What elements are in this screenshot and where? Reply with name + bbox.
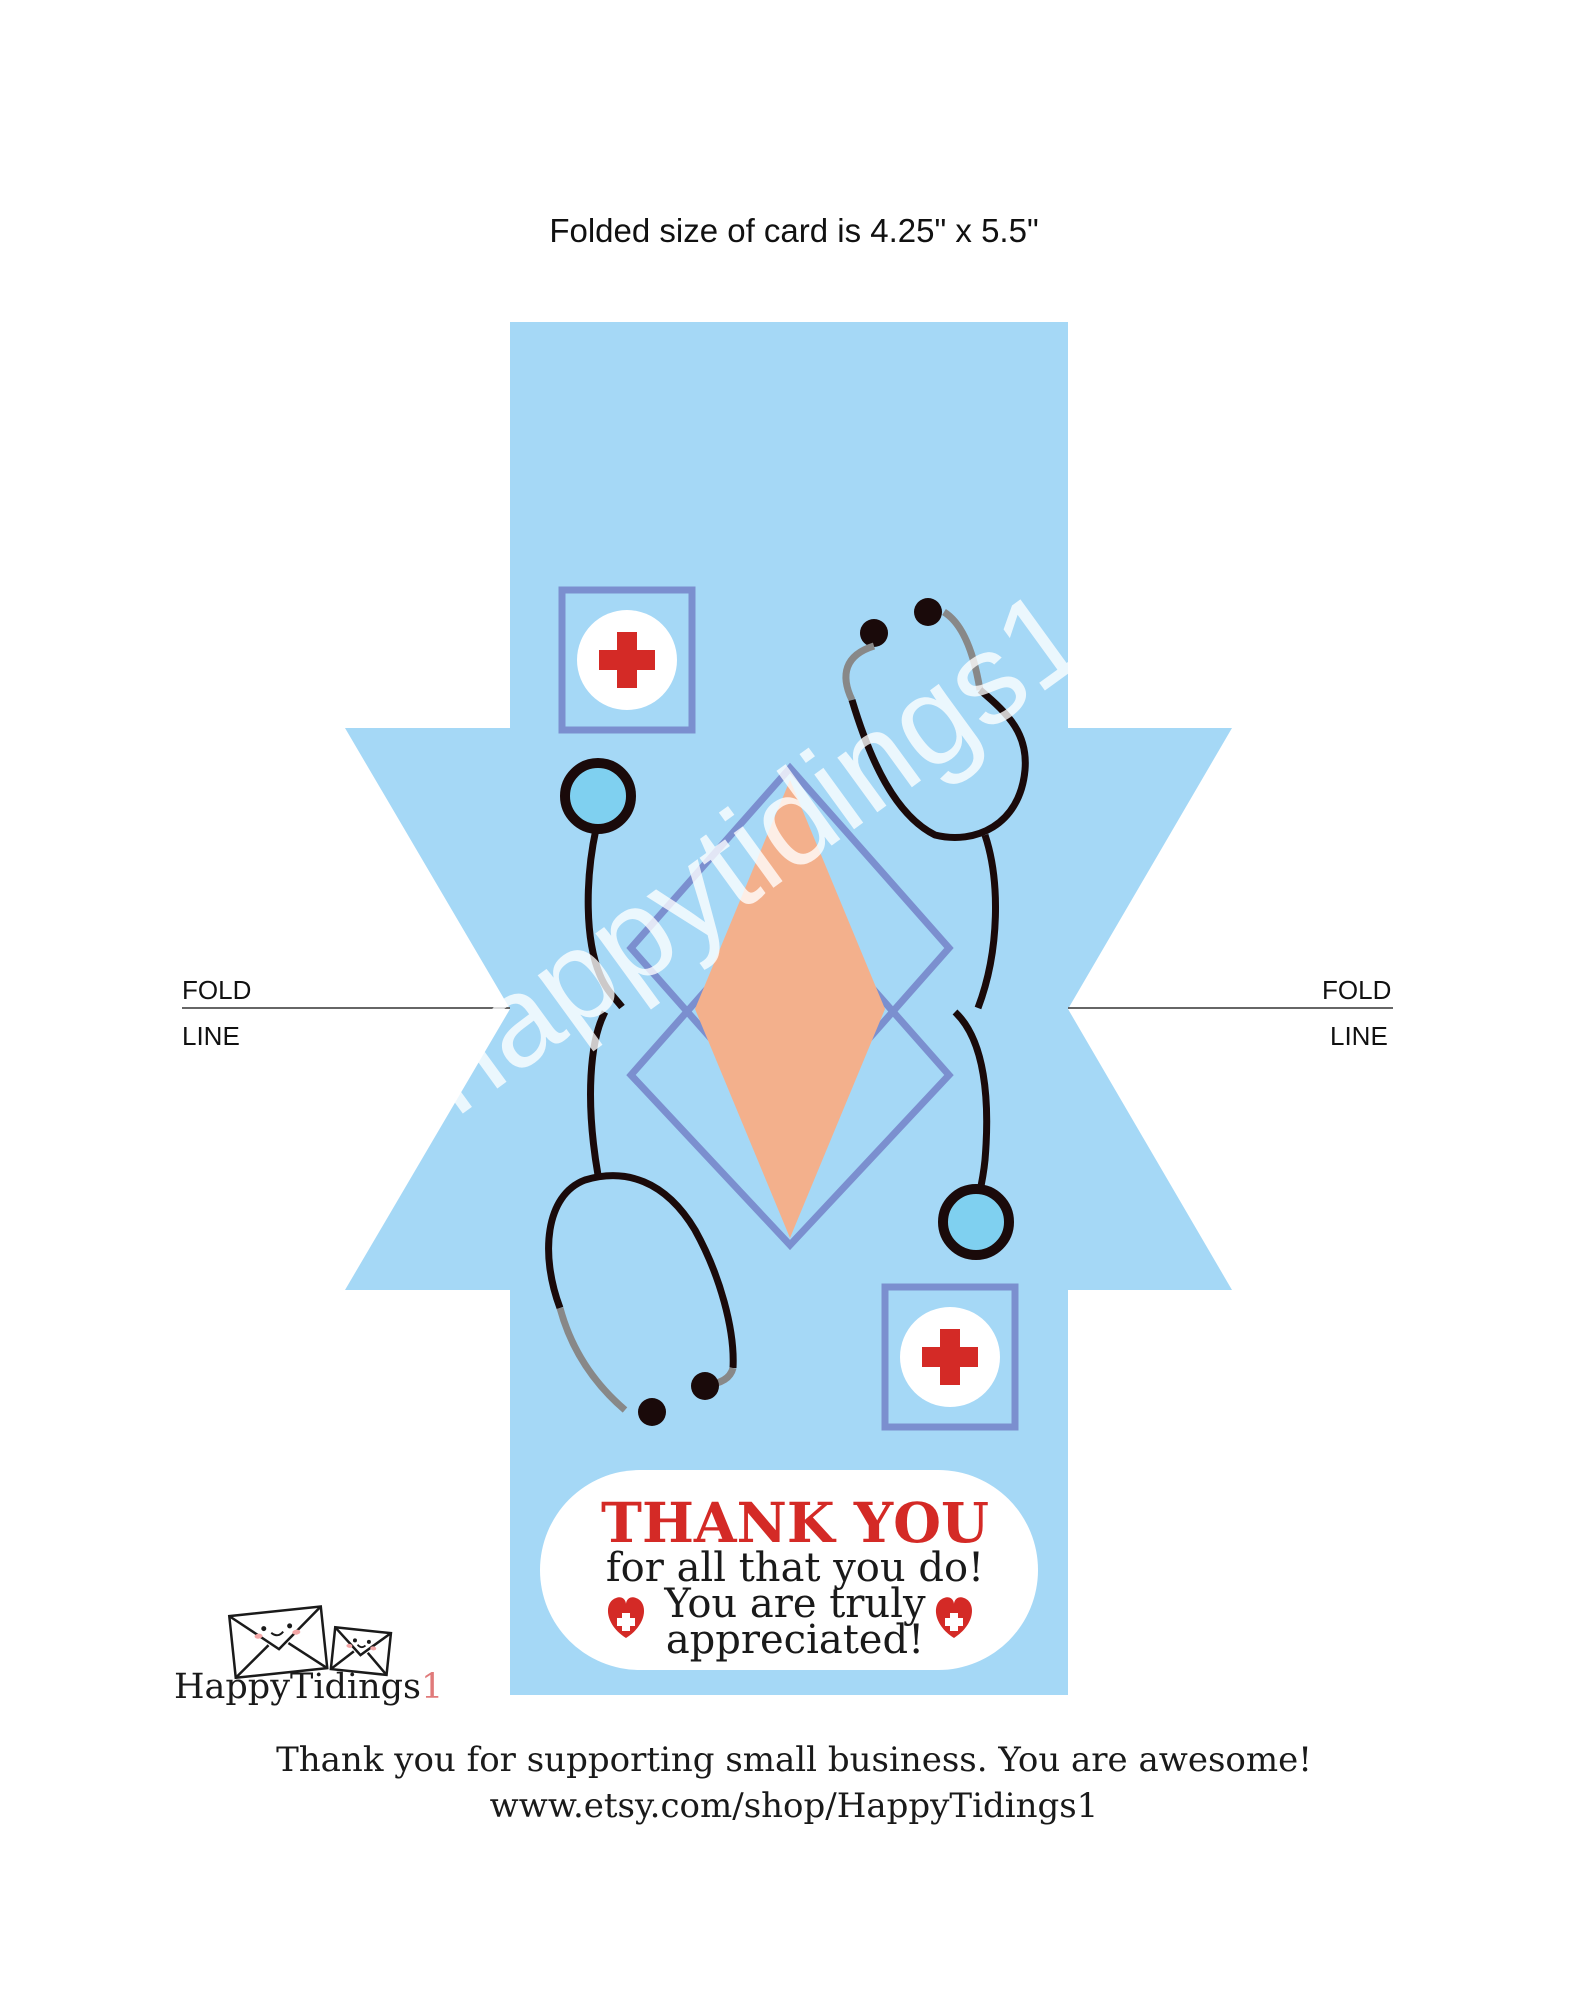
- brand-name-digit: 1: [421, 1667, 444, 1707]
- thank-you-line-2: You are truly: [664, 1581, 926, 1627]
- brand-name: HappyTidings1: [174, 1667, 443, 1707]
- thank-you-title: THANK YOU: [601, 1490, 989, 1555]
- folded-size-note: Folded size of card is 4.25" x 5.5": [549, 212, 1039, 249]
- stethoscope-icon: [545, 1010, 737, 1426]
- stethoscope-icon: [938, 1009, 1014, 1260]
- stethoscope-icon: [560, 758, 636, 1010]
- heart-icon: [935, 1597, 973, 1638]
- fold-label-left-top: FOLD: [182, 975, 252, 1005]
- stethoscope-icon: [842, 598, 1029, 1010]
- brand-name-text: HappyTidings: [174, 1667, 422, 1707]
- heart-icon: [607, 1597, 645, 1638]
- fold-label-right-bottom: LINE: [1330, 1021, 1388, 1051]
- diamond-decoration: [626, 762, 954, 1251]
- fold-label-left-bottom: LINE: [182, 1021, 240, 1051]
- fold-label-right-top: FOLD: [1322, 975, 1392, 1005]
- red-cross-icon: [881, 1283, 1019, 1431]
- envelope-mascot-icon: [227, 1605, 393, 1680]
- thank-you-line-3: appreciated!: [665, 1617, 925, 1663]
- footer-message: Thank you for supporting small business.…: [276, 1740, 1312, 1780]
- thank-you-line-1: for all that you do!: [605, 1545, 985, 1591]
- thank-you-panel: [540, 1470, 1038, 1670]
- footer-shop-url[interactable]: www.etsy.com/shop/HappyTidings1: [489, 1786, 1099, 1826]
- red-cross-icon: [558, 586, 696, 734]
